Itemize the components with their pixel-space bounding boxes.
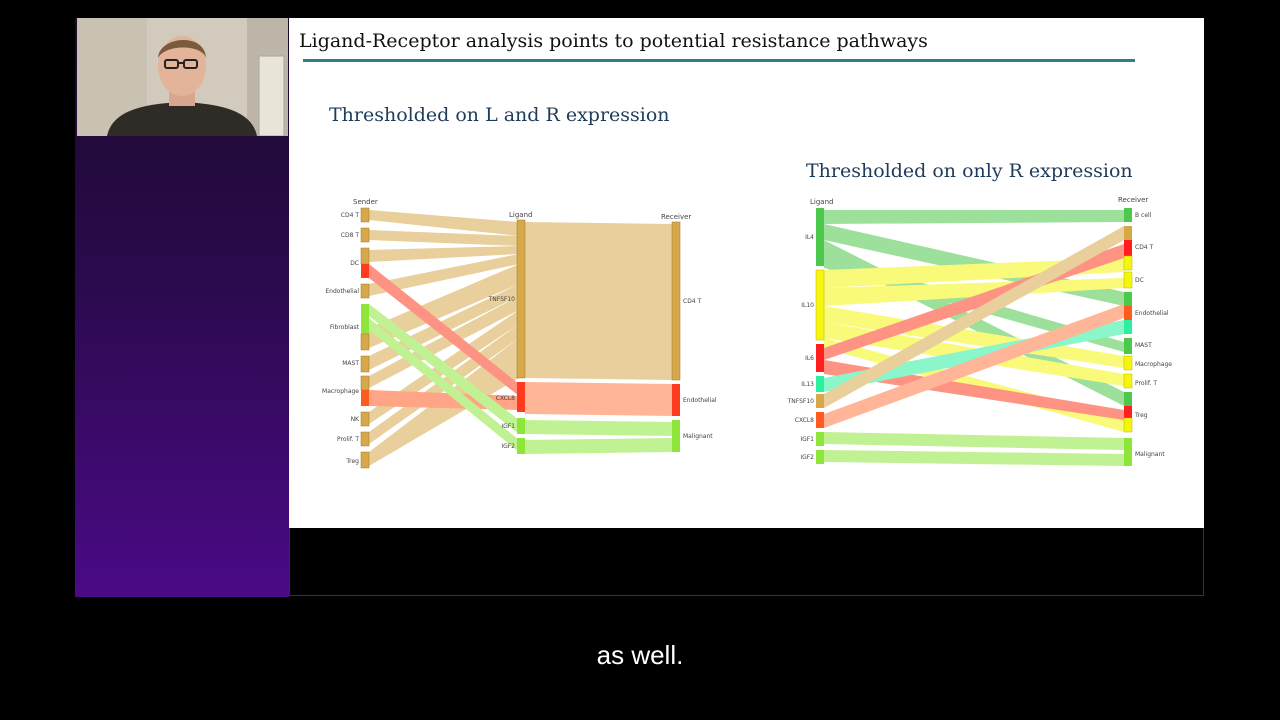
sender-label: Macrophage <box>322 388 359 395</box>
sender-label: DC <box>350 260 359 267</box>
column-label: Receiver <box>661 213 691 221</box>
ligand-label: IL10 <box>801 302 814 309</box>
sankey-chart-left: Sender Ligand Receiver CD4 T CD8 T DC En… <box>322 198 717 469</box>
sender-label: Endothelial <box>325 288 359 295</box>
column-label: Ligand <box>810 198 833 206</box>
receiver-label: Endothelial <box>1135 310 1169 317</box>
column-label: Sender <box>353 198 378 206</box>
receiver-label: CD4 T <box>683 298 702 305</box>
receiver-label: MAST <box>1135 342 1152 349</box>
receiver-label: B cell <box>1135 212 1152 219</box>
receiver-label: Malignant <box>1135 451 1165 458</box>
receiver-label: Treg <box>1134 412 1148 419</box>
ligand-label: TNFSF10 <box>787 398 815 405</box>
slide-title: Ligand-Receptor analysis points to poten… <box>299 30 928 52</box>
ligand-label: TNFSF10 <box>488 296 516 303</box>
receiver-label: Prolif. T <box>1135 380 1157 387</box>
sankey-left-links <box>369 210 674 466</box>
sender-label: Prolif. T <box>337 436 359 443</box>
ligand-label: CXCL8 <box>795 417 814 424</box>
sender-label: Treg <box>345 458 359 465</box>
column-label: Receiver <box>1118 196 1148 204</box>
receiver-label: DC <box>1135 277 1144 284</box>
ligand-label: IL4 <box>805 234 814 241</box>
sender-label: Fibroblast <box>330 324 360 331</box>
sender-label: CD8 T <box>341 232 360 239</box>
subtitle-caption: as well. <box>596 640 684 670</box>
ligand-label: IGF1 <box>800 436 814 443</box>
sender-label: MAST <box>342 360 359 367</box>
sankey-right-links <box>824 210 1124 466</box>
receiver-label: Macrophage <box>1135 361 1172 368</box>
column-label: Ligand <box>509 211 532 219</box>
ligand-label: IL13 <box>801 381 814 388</box>
sankey-left-labels: Sender Ligand Receiver CD4 T CD8 T DC En… <box>322 198 717 465</box>
ligand-label: CXCL8 <box>496 395 515 402</box>
subtitle-right: Thresholded on only R expression <box>806 160 1133 182</box>
receiver-label: Endothelial <box>683 397 717 404</box>
sankey-right-labels: Ligand Receiver IL4 IL10 IL6 IL13 TNFSF1… <box>787 196 1173 461</box>
receiver-label: Malignant <box>683 433 713 440</box>
sankey-left-nodes <box>360 207 681 469</box>
presenter-webcam <box>77 18 288 136</box>
sankey-chart-right: Ligand Receiver IL4 IL10 IL6 IL13 TNFSF1… <box>787 196 1173 466</box>
ligand-label: IL6 <box>805 355 814 362</box>
receiver-label: CD4 T <box>1135 244 1154 251</box>
sankey-right-nodes <box>815 208 1133 466</box>
sender-label: CD4 T <box>341 212 360 219</box>
presentation-slide: Ligand-Receptor analysis points to poten… <box>289 18 1204 528</box>
ligand-label: IGF1 <box>501 423 515 430</box>
ligand-label: IGF2 <box>800 454 814 461</box>
subtitle-left: Thresholded on L and R expression <box>329 104 670 126</box>
title-underline <box>303 59 1135 62</box>
slide-bottom-bar <box>289 528 1204 596</box>
ligand-label: IGF2 <box>501 443 515 450</box>
sender-label: NK <box>351 416 360 423</box>
